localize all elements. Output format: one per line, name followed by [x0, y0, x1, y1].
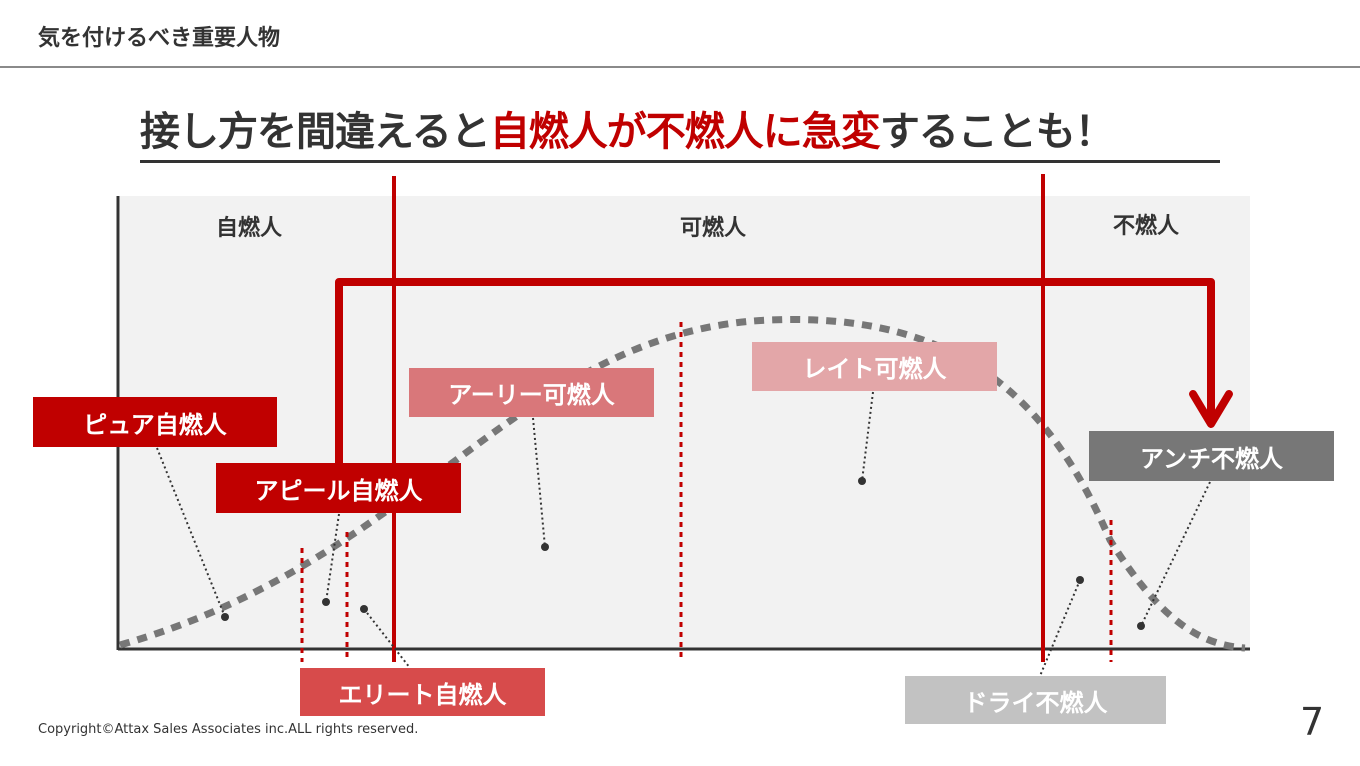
headline: 接し方を間違えると自燃人が不燃人に急変することも！ [140, 104, 1220, 163]
label-dry: ドライ不燃人 [905, 676, 1166, 724]
label-pure: ピュア自燃人 [33, 397, 277, 447]
headline-highlight: 自燃人が不燃人に急変 [489, 109, 881, 155]
label-elite: エリート自燃人 [300, 668, 545, 716]
page-number: 7 [1300, 700, 1325, 744]
bell-curve [119, 316, 1246, 652]
change-arrow-head [1189, 390, 1233, 428]
zone-label-left: 自燃人 [216, 216, 283, 241]
copyright: Copyright©Attax Sales Associates inc.ALL… [38, 722, 419, 737]
header-rule [0, 66, 1360, 68]
headline-part1: 接し方を間違えると [140, 109, 491, 155]
label-early: アーリー可燃人 [409, 368, 654, 417]
change-arrow-line [335, 278, 1215, 472]
marker-dots [221, 477, 1145, 630]
label-appeal: アピール自燃人 [216, 463, 461, 513]
headline-part3: することも！ [879, 109, 1115, 155]
chart-panel [120, 196, 1250, 648]
zone-label-middle: 可燃人 [680, 216, 747, 241]
zone-label-right: 不燃人 [1113, 214, 1180, 239]
label-anti: アンチ不燃人 [1089, 431, 1334, 481]
header-title: 気を付けるべき重要人物 [38, 26, 281, 51]
label-late: レイト可燃人 [752, 342, 997, 391]
leader-lines [156, 391, 1211, 677]
